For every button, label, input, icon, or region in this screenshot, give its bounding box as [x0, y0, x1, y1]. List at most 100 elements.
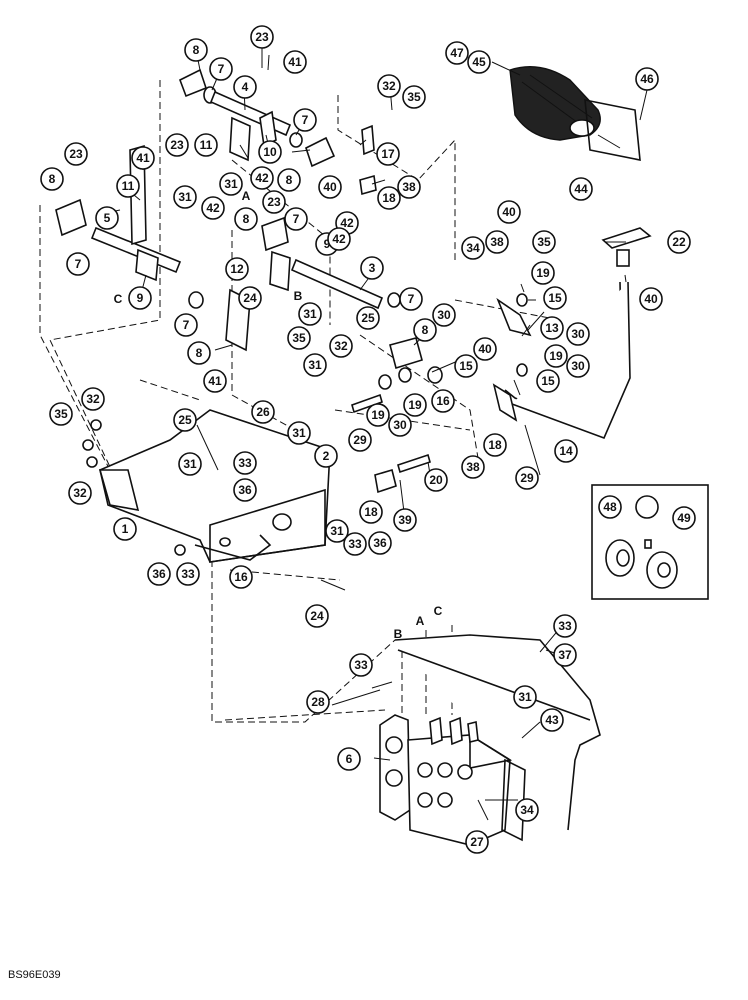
- callout-36[interactable]: 36: [368, 531, 392, 555]
- callout-35[interactable]: 36: [147, 562, 171, 586]
- callout-19[interactable]: 19: [531, 261, 555, 285]
- callout-16[interactable]: 16: [229, 565, 253, 589]
- callout-9[interactable]: 9: [128, 286, 152, 310]
- callout-32[interactable]: 32: [377, 74, 401, 98]
- callout-14[interactable]: 14: [554, 439, 578, 463]
- callout-6[interactable]: 6: [337, 747, 361, 771]
- callout-41[interactable]: 41: [131, 146, 155, 170]
- callout-18[interactable]: 18: [483, 433, 507, 457]
- callout-33[interactable]: 33: [343, 532, 367, 556]
- callout-36[interactable]: 37: [553, 643, 577, 667]
- callout-15[interactable]: 15: [454, 354, 478, 378]
- callout-37[interactable]: 38: [485, 230, 509, 254]
- callout-31[interactable]: 31: [287, 421, 311, 445]
- callout-19[interactable]: 19: [403, 393, 427, 417]
- callout-31[interactable]: 31: [325, 519, 349, 543]
- callout-42[interactable]: 42: [327, 227, 351, 251]
- callout-40[interactable]: 41: [203, 369, 227, 393]
- callout-30[interactable]: 30: [566, 354, 590, 378]
- callout-30[interactable]: 30: [388, 413, 412, 437]
- callout-38[interactable]: 38: [461, 455, 485, 479]
- callout-2[interactable]: 2: [314, 444, 338, 468]
- callout-1[interactable]: 1: [113, 517, 137, 541]
- callout-8[interactable]: 8: [413, 318, 437, 342]
- callout-4[interactable]: 4: [233, 75, 257, 99]
- callout-23[interactable]: 23: [165, 133, 189, 157]
- callout-33[interactable]: 34: [515, 798, 539, 822]
- callout-45[interactable]: 46: [635, 67, 659, 91]
- callout-31[interactable]: 31: [173, 185, 197, 209]
- callout-47[interactable]: 48: [598, 495, 622, 519]
- callout-40[interactable]: 40: [497, 200, 521, 224]
- callout-42[interactable]: 42: [201, 196, 225, 220]
- callout-11[interactable]: 11: [116, 174, 140, 198]
- callout-7[interactable]: 7: [399, 287, 423, 311]
- callout-34[interactable]: 35: [532, 230, 556, 254]
- callout-17[interactable]: 17: [376, 142, 400, 166]
- callout-32[interactable]: 32: [68, 481, 92, 505]
- callout-49[interactable]: [635, 495, 659, 519]
- callout-19[interactable]: 19: [366, 403, 390, 427]
- callout-12[interactable]: 12: [225, 257, 249, 281]
- callout-23[interactable]: 23: [250, 25, 274, 49]
- callout-7[interactable]: 7: [284, 207, 308, 231]
- callout-33[interactable]: 33: [553, 614, 577, 638]
- callout-33[interactable]: 33: [233, 451, 257, 475]
- callout-13[interactable]: 13: [540, 316, 564, 340]
- callout-30[interactable]: 30: [566, 322, 590, 346]
- callout-26[interactable]: 26: [251, 400, 275, 424]
- callout-36[interactable]: 36: [233, 478, 257, 502]
- callout-40[interactable]: 40: [473, 337, 497, 361]
- callout-10[interactable]: 10: [258, 140, 282, 164]
- callout-38[interactable]: 38: [397, 175, 421, 199]
- callout-15[interactable]: 15: [536, 369, 560, 393]
- callout-34[interactable]: 34: [461, 236, 485, 260]
- callout-7[interactable]: 7: [293, 108, 317, 132]
- callout-19[interactable]: 19: [544, 344, 568, 368]
- callout-5[interactable]: 5: [95, 206, 119, 230]
- callout-42[interactable]: 43: [540, 708, 564, 732]
- callout-23[interactable]: 23: [262, 190, 286, 214]
- callout-8[interactable]: 8: [40, 167, 64, 191]
- callout-43[interactable]: 44: [569, 177, 593, 201]
- callout-42[interactable]: 42: [250, 166, 274, 190]
- callout-32[interactable]: 33: [176, 562, 200, 586]
- callout-8[interactable]: 8: [234, 207, 258, 231]
- callout-30[interactable]: 30: [432, 303, 456, 327]
- callout-35[interactable]: 35: [402, 85, 426, 109]
- callout-32[interactable]: 32: [329, 334, 353, 358]
- callout-46[interactable]: 47: [445, 41, 469, 65]
- callout-7[interactable]: 7: [66, 252, 90, 276]
- callout-31[interactable]: 31: [513, 685, 537, 709]
- callout-24[interactable]: 24: [305, 604, 329, 628]
- callout-22[interactable]: 22: [667, 230, 691, 254]
- callout-32[interactable]: 32: [81, 387, 105, 411]
- callout-8[interactable]: 8: [184, 38, 208, 62]
- callout-33[interactable]: 33: [349, 653, 373, 677]
- callout-18[interactable]: 18: [377, 186, 401, 210]
- callout-35[interactable]: 35: [287, 326, 311, 350]
- callout-25[interactable]: 25: [356, 306, 380, 330]
- callout-31[interactable]: 31: [303, 353, 327, 377]
- callout-11[interactable]: 11: [194, 133, 218, 157]
- callout-40[interactable]: 40: [318, 175, 342, 199]
- callout-29[interactable]: 29: [348, 428, 372, 452]
- callout-27[interactable]: 27: [465, 830, 489, 854]
- callout-20[interactable]: 20: [424, 468, 448, 492]
- callout-38[interactable]: 39: [393, 508, 417, 532]
- callout-7[interactable]: 7: [174, 313, 198, 337]
- callout-16[interactable]: 16: [431, 389, 455, 413]
- callout-23[interactable]: 23: [64, 142, 88, 166]
- callout-8[interactable]: 8: [187, 341, 211, 365]
- callout-29[interactable]: 29: [515, 466, 539, 490]
- callout-35[interactable]: 35: [49, 402, 73, 426]
- callout-41[interactable]: 41: [283, 50, 307, 74]
- callout-7[interactable]: 7: [209, 57, 233, 81]
- callout-31[interactable]: 31: [219, 172, 243, 196]
- callout-31[interactable]: 31: [298, 302, 322, 326]
- callout-39[interactable]: 40: [639, 287, 663, 311]
- callout-28[interactable]: 28: [306, 690, 330, 714]
- callout-18[interactable]: 18: [359, 500, 383, 524]
- callout-44[interactable]: 45: [467, 50, 491, 74]
- callout-25[interactable]: 25: [173, 408, 197, 432]
